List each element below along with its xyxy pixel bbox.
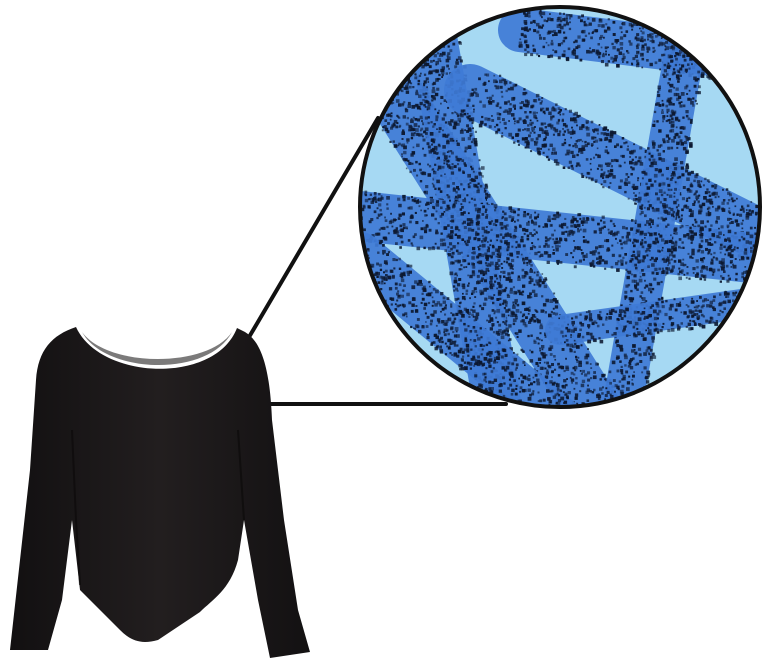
leotard [10, 327, 310, 658]
magnifier-lens [337, 7, 762, 437]
leotard-body [10, 327, 310, 658]
